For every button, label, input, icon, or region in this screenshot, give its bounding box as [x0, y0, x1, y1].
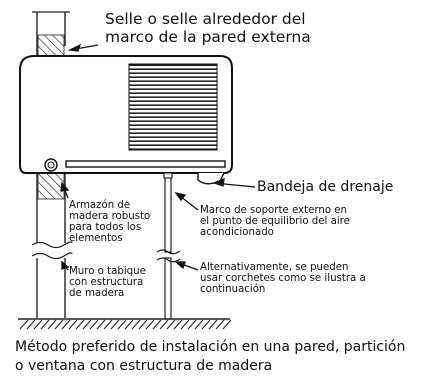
- unit-base-bar: [65, 160, 226, 168]
- support-label-line2: el punto de equilibrio del aire: [200, 216, 350, 227]
- alt-label-line2: usar corchetes como se ilustra a: [200, 273, 366, 284]
- wall-label-line3: de madera: [69, 288, 125, 299]
- wall-label-line1: Muro o tabique: [69, 266, 146, 277]
- callout-arrows: [60, 43, 256, 271]
- seal-label-line2: marco de la pared externa: [105, 28, 311, 46]
- wall-break-marks: [31, 241, 73, 260]
- frame-label-line4: elementos: [69, 233, 123, 244]
- support-post: [163, 172, 173, 320]
- wall-label-line2: con estructura: [69, 277, 144, 288]
- ground: [18, 318, 232, 330]
- caption-line1: Método preferido de instalación en una p…: [15, 339, 406, 355]
- wood-frame-hatch: [37, 172, 65, 200]
- drain-tray-label: Bandeja de drenaje: [257, 179, 394, 195]
- seal-label-line1: Selle o selle alrededor del: [105, 10, 306, 28]
- alt-label-line3: continuación: [200, 284, 266, 295]
- frame-label-line1: Armazón de: [69, 200, 131, 211]
- air-conditioner-unit: [19, 55, 233, 174]
- louvre-grille: [128, 63, 218, 151]
- support-label-line3: acondicionado: [200, 227, 274, 238]
- frame-label-line3: para todos los: [69, 222, 142, 233]
- support-label-line1: Marco de soporte externo en: [200, 205, 348, 216]
- frame-label-line2: madera robusto: [69, 211, 151, 222]
- seal-top-hatch: [37, 34, 65, 58]
- caption-line2: o ventana con estructura de madera: [15, 358, 273, 374]
- post-break-marks: [156, 249, 181, 263]
- alt-label-line1: Alternativamente, se pueden: [200, 262, 349, 273]
